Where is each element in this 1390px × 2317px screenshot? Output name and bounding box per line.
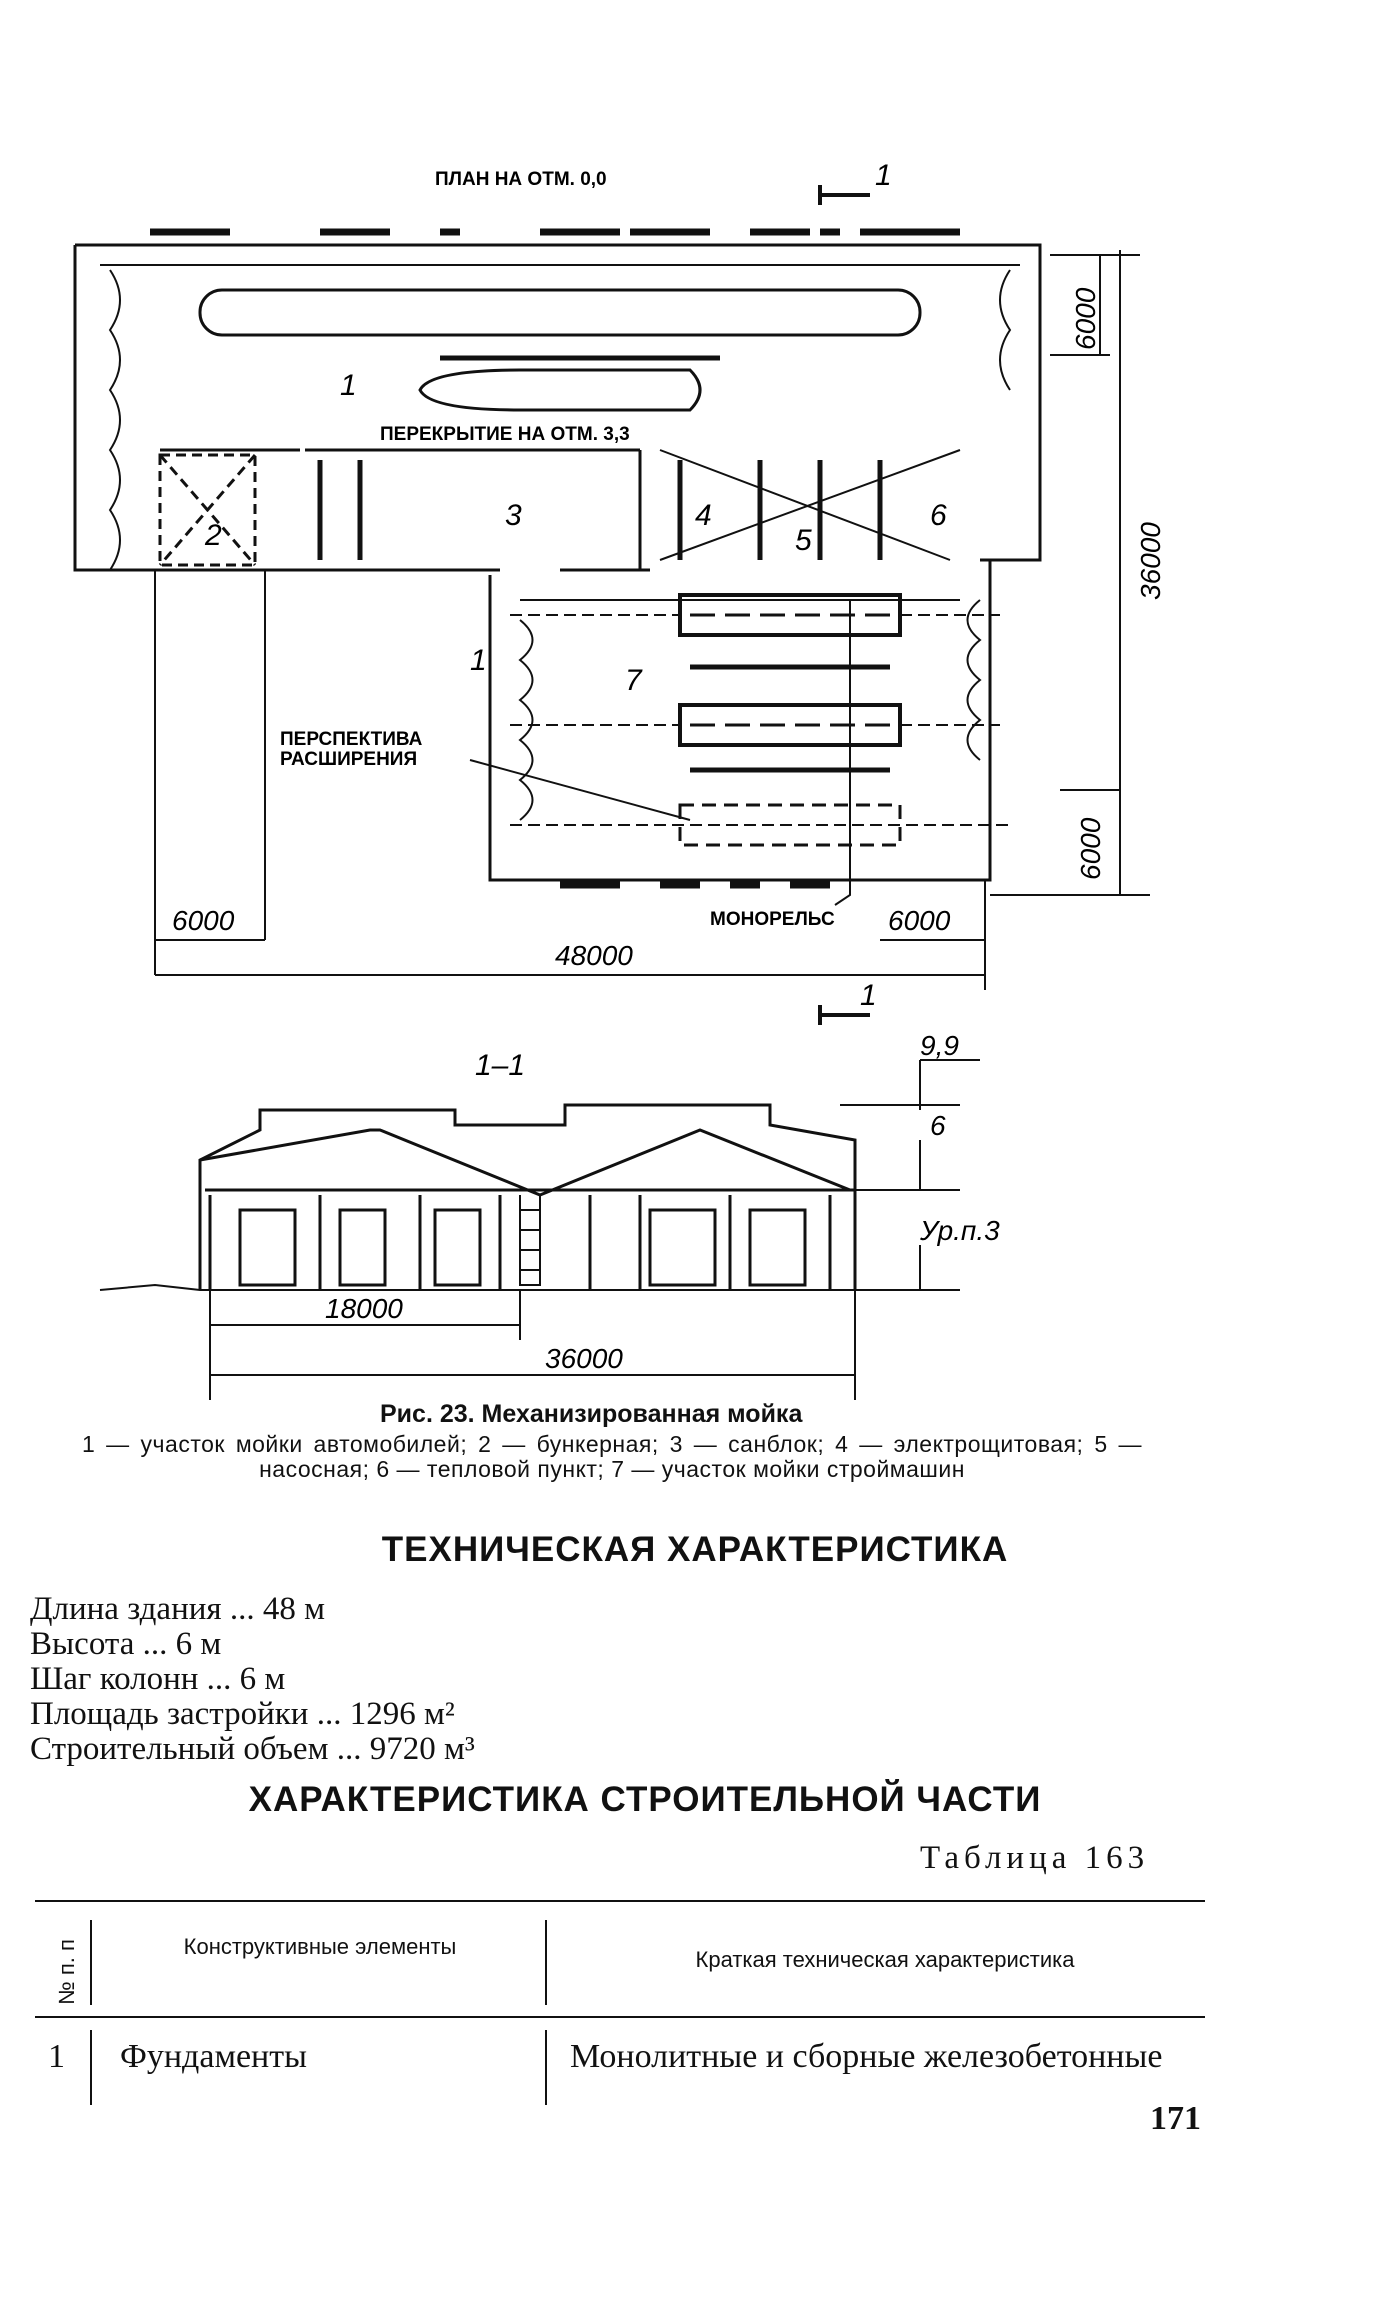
table-header-rule <box>35 2016 1205 2018</box>
zone-label-2: 2 <box>204 519 222 552</box>
tech-heading: ТЕХНИЧЕСКАЯ ХАРАКТЕРИСТИКА <box>381 1530 1009 1569</box>
dim-6000-right-top: 6000 <box>1070 287 1101 350</box>
expansion-label-1: ПЕРСПЕКТИВА <box>280 729 423 750</box>
section-mark-top: 1 <box>875 159 892 192</box>
plan-title: ПЛАН НА ОТМ. 0,0 <box>435 169 607 190</box>
row-1-num: 1 <box>48 2038 65 2075</box>
dim-36000-section: 36000 <box>545 1343 623 1374</box>
expansion-label-2: РАСШИРЕНИЯ <box>280 749 417 770</box>
figure-legend: 1 — участок мойки автомобилей; 2 — бунке… <box>82 1431 1142 1482</box>
zone-label-7: 7 <box>625 664 643 697</box>
table-divider-2 <box>545 1920 547 2005</box>
overlap-label: ПЕРЕКРЫТИЕ НА ОТМ. 3,3 <box>380 424 630 445</box>
tech-list: Длина здания ... 48 м Высота ... 6 м Шаг… <box>30 1592 475 1767</box>
dim-6000-bottom: 6000 <box>888 905 951 936</box>
technical-drawing: ПЛАН НА ОТМ. 0,0 ПЕРЕКРЫТИЕ НА ОТМ. 3,3 … <box>73 159 1166 1400</box>
dim-48000: 48000 <box>555 940 633 971</box>
header-elements: Конструктивные элементы <box>183 1934 457 1959</box>
tech-item-area: Площадь застройки ... 1296 м² <box>30 1696 455 1732</box>
level-mid: 6 <box>930 1110 946 1141</box>
header-description: Краткая техническая характеристика <box>695 1947 1075 1972</box>
level-top: 9,9 <box>920 1030 959 1061</box>
table-divider-3 <box>90 2030 92 2105</box>
dim-36000-right: 36000 <box>1135 522 1166 600</box>
section-mark-bottom: 1 <box>860 979 877 1012</box>
zone-label-6: 6 <box>930 499 947 532</box>
dim-6000-right-bottom: 6000 <box>1075 817 1106 880</box>
level-ground: Ур.п.3 <box>919 1215 1000 1246</box>
dim-6000-left: 6000 <box>172 905 235 936</box>
table-divider-1 <box>90 1920 92 2005</box>
row-1-element: Фундаменты <box>120 2038 307 2075</box>
header-num: № п. п <box>54 1939 79 2005</box>
tech-item-column-step: Шаг колонн ... 6 м <box>30 1661 286 1697</box>
construction-heading: ХАРАКТЕРИСТИКА СТРОИТЕЛЬНОЙ ЧАСТИ <box>248 1780 1042 1819</box>
page-number: 171 <box>1150 2100 1201 2137</box>
table-top-rule <box>35 1900 1205 1902</box>
row-1-description: Монолитные и сборные железобетонные <box>570 2038 1163 2075</box>
zone-label-3: 3 <box>505 499 522 532</box>
section-title: 1–1 <box>475 1049 525 1082</box>
dim-18000: 18000 <box>325 1293 403 1324</box>
monorail-label: МОНОРЕЛЬС <box>710 909 835 930</box>
zone-label-5: 5 <box>795 524 812 557</box>
tech-item-height: Высота ... 6 м <box>30 1626 222 1662</box>
tech-item-volume: Строительный объем ... 9720 м³ <box>30 1731 475 1767</box>
table-caption: Таблица 163 <box>920 1840 1150 1876</box>
zone-label-4: 4 <box>695 499 712 532</box>
zone-label-1b: 1 <box>470 644 487 677</box>
table-divider-4 <box>545 2030 547 2105</box>
zone-label-1a: 1 <box>340 369 357 402</box>
figure-caption-title: Рис. 23. Механизированная мойка <box>380 1400 803 1428</box>
tech-item-length: Длина здания ... 48 м <box>30 1591 325 1627</box>
